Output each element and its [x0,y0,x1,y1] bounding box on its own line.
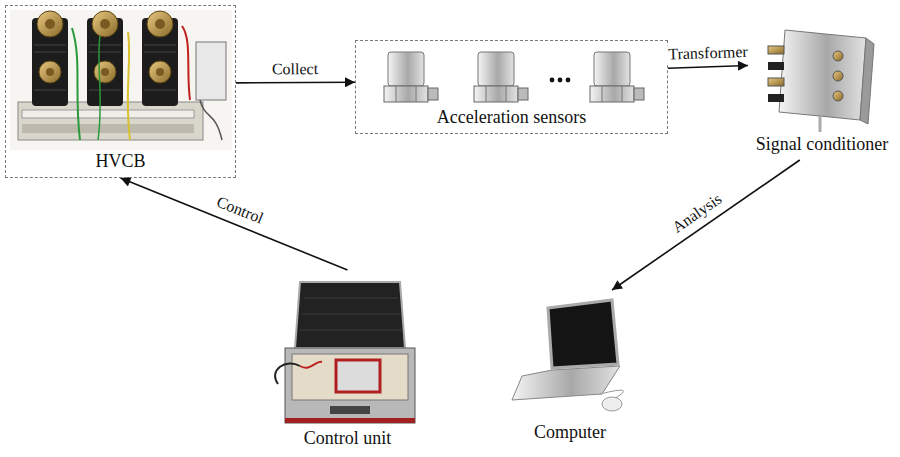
edge-label: Transformer [666,43,750,63]
edge-label: Control [212,192,268,228]
node-label: Signal conditioner [756,134,888,155]
laptop-icon [512,300,624,411]
hvcb-photo [10,10,232,150]
arrow-connector [612,160,800,290]
node-label: Acceleration sensors [437,107,586,128]
node-label: Computer [534,422,606,443]
sensor-box: Acceleration sensors [355,40,668,134]
edge-label: Analysis [668,188,727,237]
control-unit-node: Control unit [265,270,430,454]
hvcb-box: HVCB [5,5,236,178]
sensor-icons [384,52,644,102]
node-label: HVCB [95,151,145,172]
node-label: Control unit [304,428,392,449]
conditioner-node: Signal conditioner [748,25,896,160]
edge-label: Collect [270,60,320,78]
arrow-connector [236,82,355,84]
arrow-connector [668,66,748,69]
computer-node: Computer [500,290,640,448]
conditioner-icon [768,30,874,132]
arrow-connector [121,178,348,270]
control-case-icon [275,282,415,423]
